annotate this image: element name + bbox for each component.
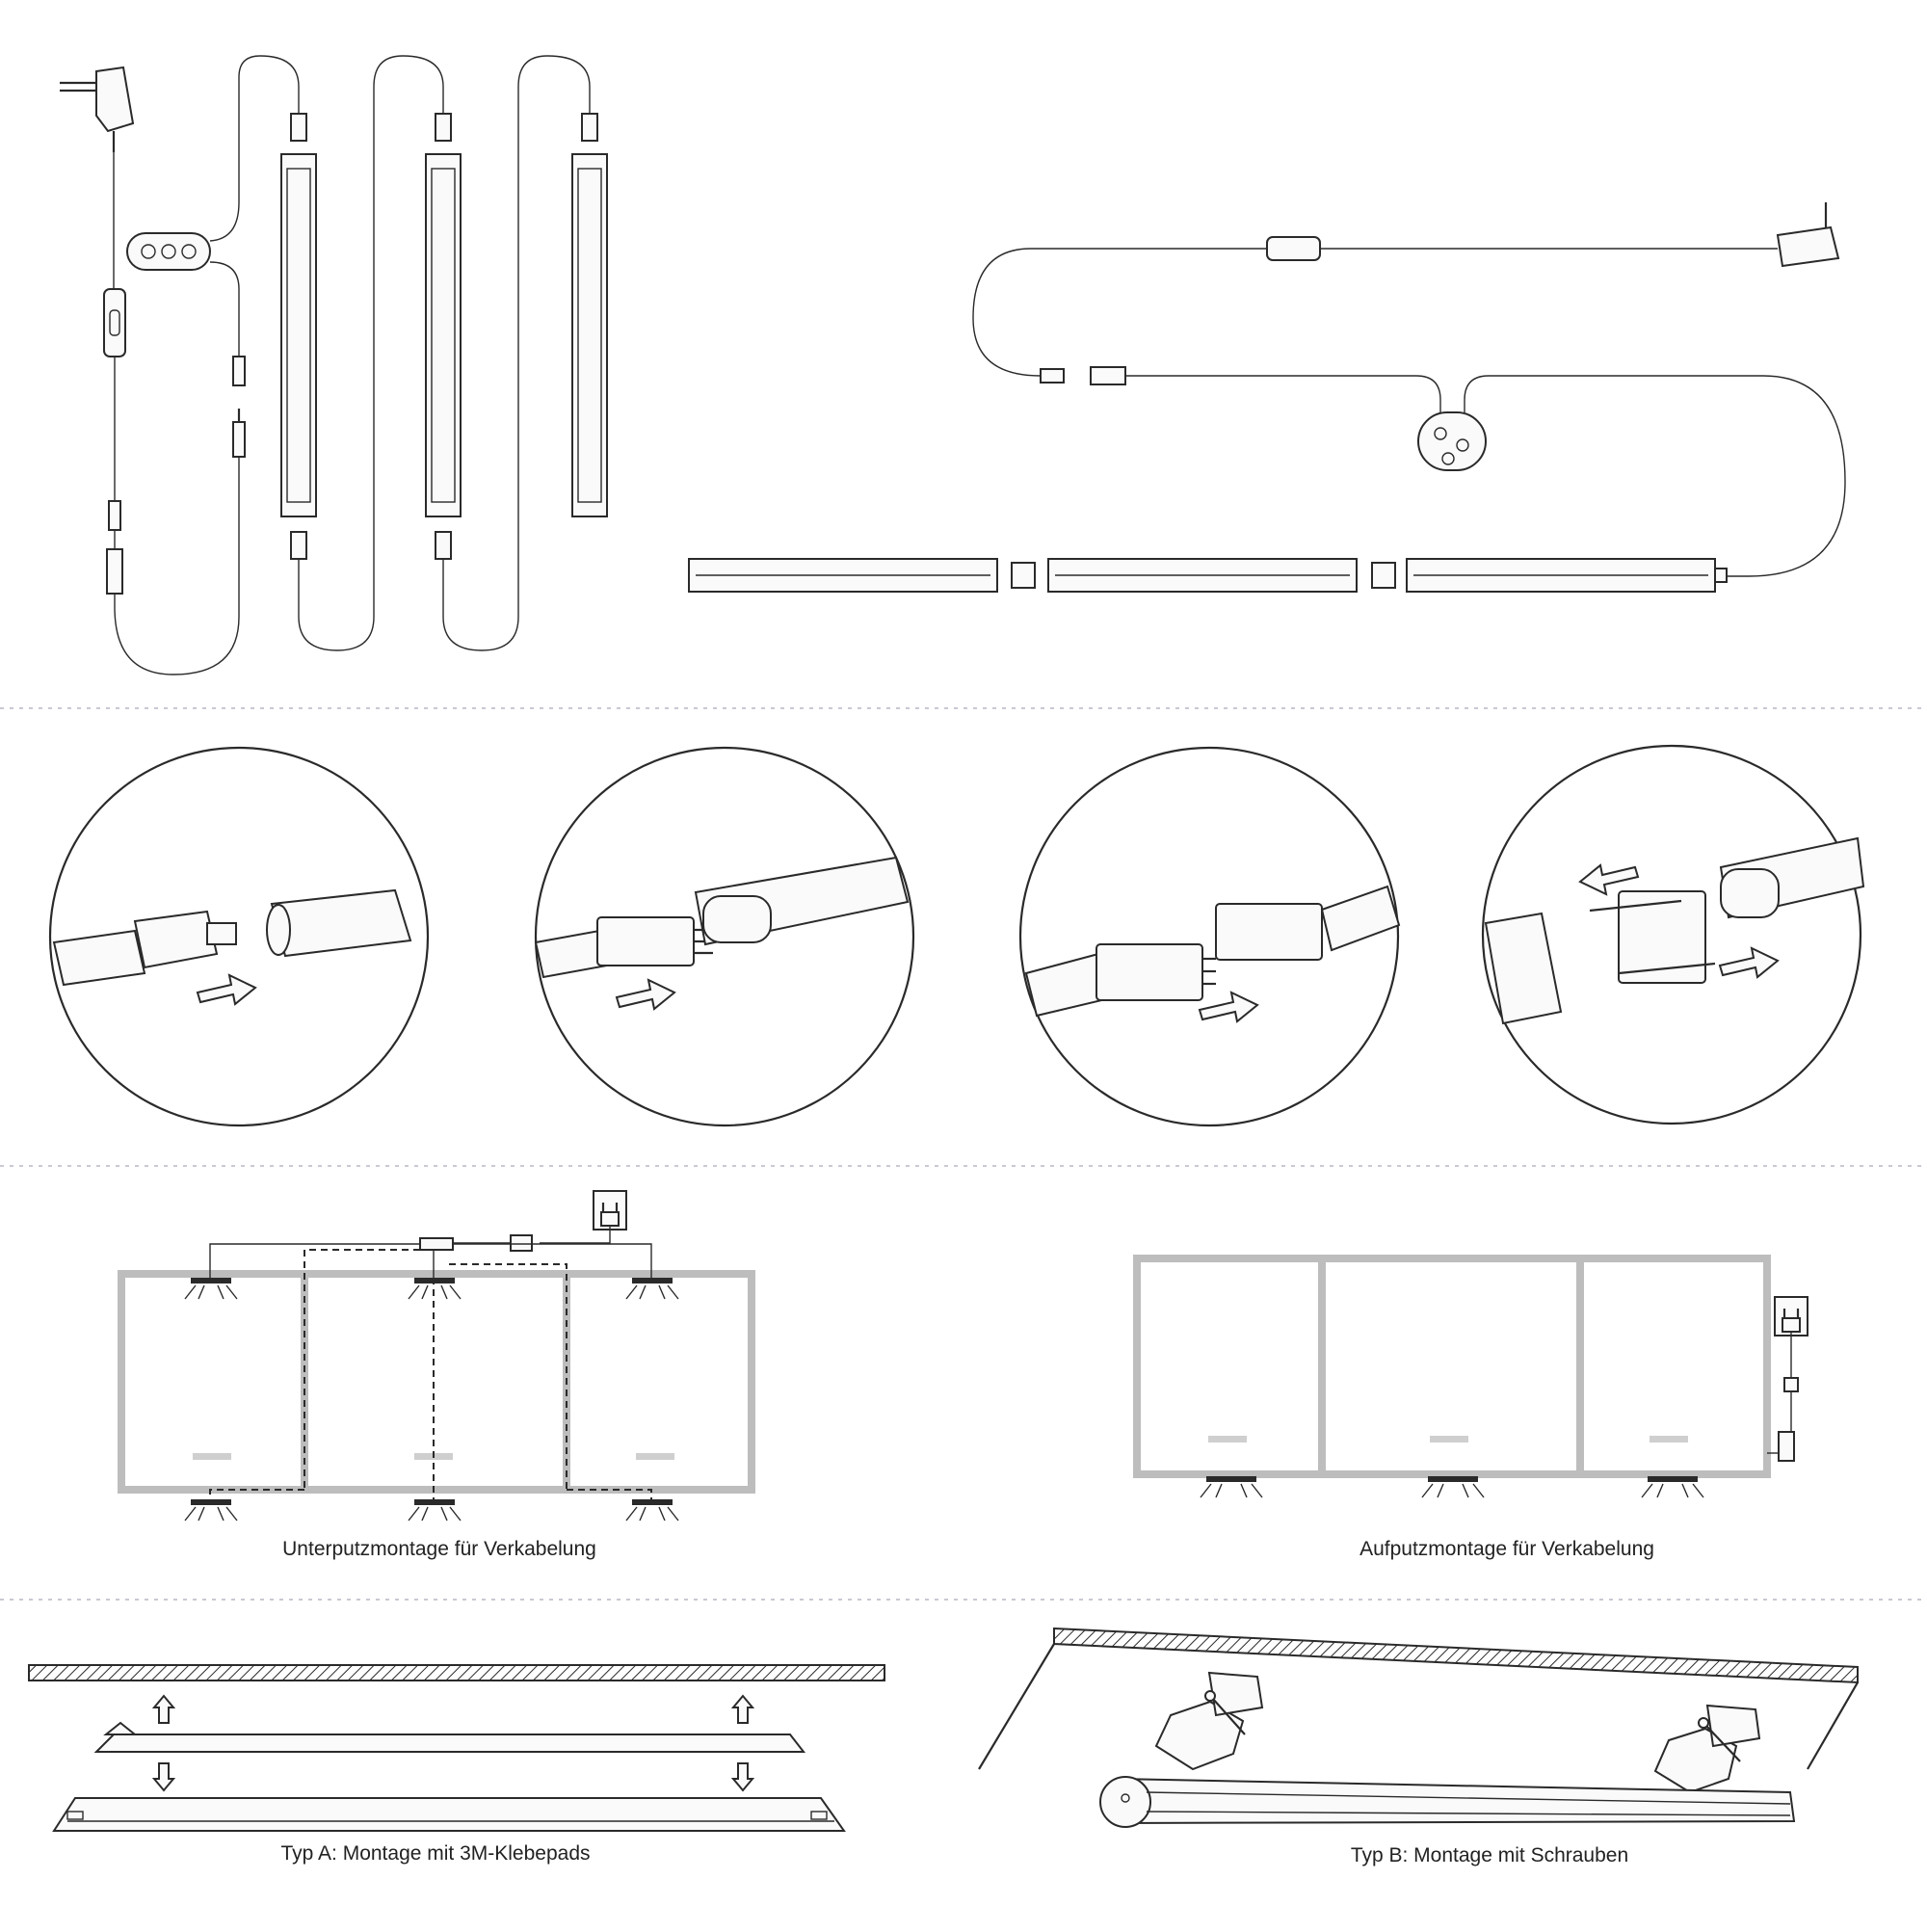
controller-icon xyxy=(1778,1431,1795,1462)
arrow-down-icon xyxy=(730,1762,755,1792)
arrow-right-icon xyxy=(615,978,676,1011)
screw-icon xyxy=(1204,1690,1246,1735)
switch-icon xyxy=(103,288,126,357)
mounting-screws-diagram xyxy=(978,1627,1859,1828)
controller-icon xyxy=(126,232,211,271)
connection-detail-dc-plug xyxy=(48,746,430,1127)
plug-adapter-icon xyxy=(1776,202,1840,268)
arrow-right-icon xyxy=(1198,991,1259,1023)
surface-wiring-diagram xyxy=(1133,1255,1808,1498)
wall-socket-icon xyxy=(1774,1296,1808,1337)
mounting-clip xyxy=(1154,1671,1264,1771)
connection-detail-bar-plug xyxy=(1018,746,1401,1127)
caption-type-b: Typ B: Montage mit Schrauben xyxy=(1350,1844,1629,1866)
wall-socket-icon xyxy=(593,1190,627,1231)
screw-icon xyxy=(1698,1717,1741,1762)
plug-adapter-icon xyxy=(60,66,135,152)
arrow-up-icon xyxy=(730,1694,755,1724)
switch-icon xyxy=(1783,1377,1799,1392)
concealed-wiring-diagram xyxy=(118,1190,755,1522)
mounting-clip xyxy=(1653,1704,1761,1794)
caption-surface-wiring: Aufputzmontage für Verkabelung xyxy=(1359,1538,1654,1560)
wiring-horizontal-bars xyxy=(688,202,1846,593)
arrow-right-icon xyxy=(196,973,257,1006)
controller-icon xyxy=(419,1237,454,1251)
arrow-right-icon xyxy=(1718,946,1780,979)
caption-type-a: Typ A: Montage mit 3M-Klebepads xyxy=(280,1842,591,1865)
connection-detail-strip-plug xyxy=(534,746,915,1127)
switch-icon xyxy=(510,1234,533,1252)
connection-detail-bridge-connector xyxy=(1481,744,1865,1125)
controller-icon xyxy=(1417,411,1487,471)
switch-icon xyxy=(1266,236,1321,261)
arrow-left-icon xyxy=(1578,863,1640,896)
arrow-down-icon xyxy=(151,1762,176,1792)
adhesive-pad xyxy=(93,1734,806,1753)
led-bar xyxy=(52,1797,846,1832)
wiring-vertical-bars xyxy=(60,55,608,675)
mounting-adhesive-diagram xyxy=(28,1664,885,1832)
caption-concealed-wiring: Unterputzmontage für Verkabelung xyxy=(282,1538,596,1560)
arrow-up-icon xyxy=(151,1694,176,1724)
